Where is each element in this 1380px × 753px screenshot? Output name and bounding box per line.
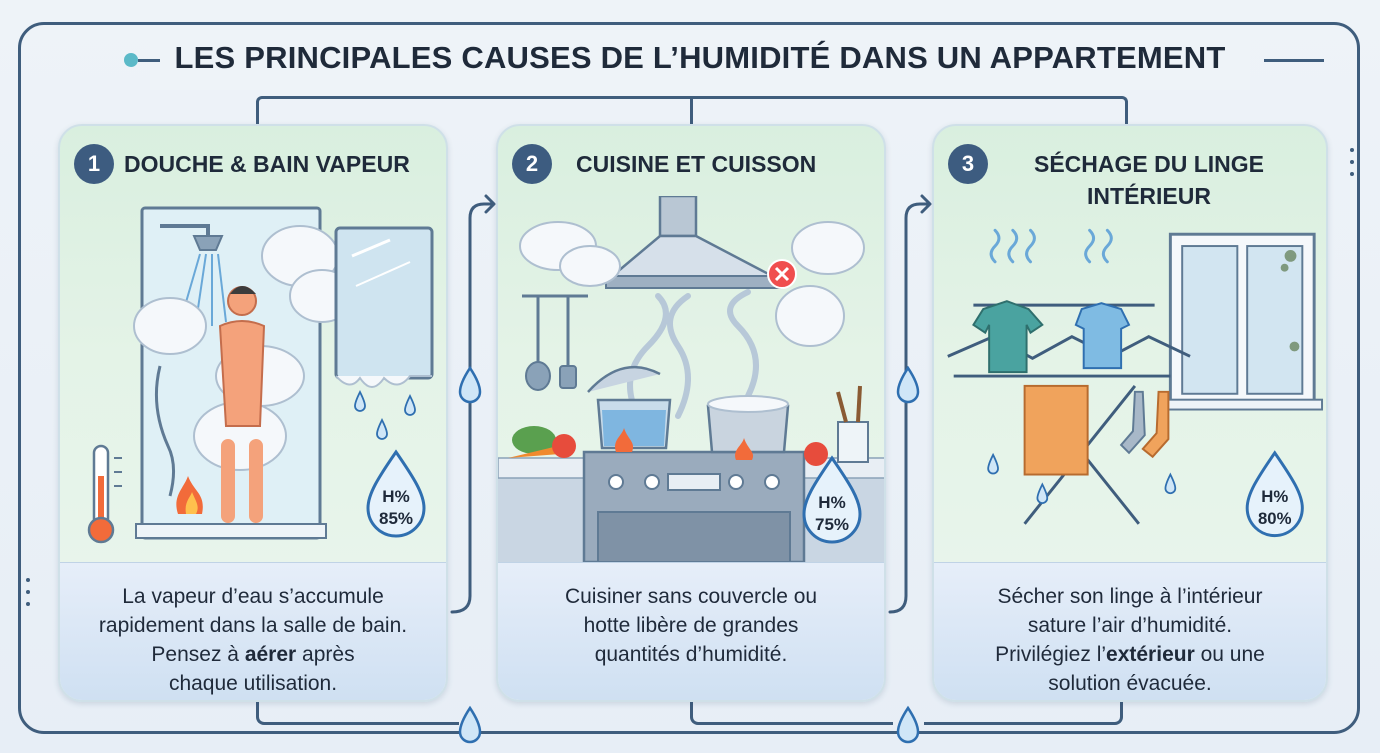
panel-description: La vapeur d’eau s’accumule rapidement da… — [98, 585, 408, 695]
humidity-droplet-icon: H% 75% — [802, 455, 862, 544]
connector-bottom-2 — [690, 702, 893, 725]
humidity-droplet-icon: H% 85% — [366, 449, 426, 538]
kitchen-scene: H% 75% — [498, 196, 884, 562]
panel-lower — [934, 562, 1326, 700]
panel-description: Sécher son linge à l’intérieur sature l’… — [995, 585, 1265, 695]
title-line-left — [138, 59, 160, 62]
connector-bottom-3 — [924, 702, 1123, 725]
laundry-scene: H% 80% — [947, 228, 1324, 538]
step-badge: 2 — [512, 144, 552, 184]
cross-icon — [767, 259, 797, 289]
droplet-icon — [987, 452, 1177, 504]
thermometer-icon — [87, 444, 122, 544]
title-line-right — [1264, 59, 1324, 62]
range-hood-icon — [605, 196, 783, 289]
panel-lower — [498, 562, 884, 700]
humidity-label: H% — [1261, 487, 1288, 506]
outer-frame — [18, 22, 1360, 734]
pot-icon — [706, 395, 790, 460]
shower-scene: H% 85% — [87, 206, 434, 544]
window-icon — [1161, 232, 1324, 411]
title-dot-left — [124, 53, 138, 67]
step-badge: 3 — [948, 144, 988, 184]
humidity-droplet-icon: H% 80% — [1245, 450, 1304, 538]
humidity-value: 85% — [379, 509, 413, 528]
steam-icon — [519, 221, 865, 347]
panel-title: DOUCHE & BAIN VAPEUR — [124, 151, 410, 177]
panel-description: Cuisiner sans couvercle ou hotte libère … — [564, 585, 818, 666]
step-badge: 1 — [74, 144, 114, 184]
panel-shower: 1 DOUCHE & BAIN VAPEUR — [58, 124, 448, 702]
title-band — [150, 30, 1250, 90]
humidity-label: H% — [382, 487, 409, 506]
page-title: LES PRINCIPALES CAUSES DE L’HUMIDITÉ DAN… — [174, 40, 1226, 75]
humidity-value: 75% — [815, 515, 849, 534]
connector-top-mid — [690, 96, 693, 124]
panel-cooking: 2 CUISINE ET CUISSON — [496, 124, 886, 702]
panel-laundry: 3 SÉCHAGE DU LINGE INTÉRIEUR — [932, 124, 1328, 702]
panel-title: SÉCHAGE DU LINGE INTÉRIEUR — [1033, 151, 1265, 209]
pot-icon — [596, 398, 672, 452]
panel-lower — [60, 562, 446, 700]
connector-bottom-1 — [256, 702, 459, 725]
panel-title: CUISINE ET CUISSON — [576, 151, 817, 177]
droplet-icon — [354, 389, 416, 440]
humidity-label: H% — [818, 493, 845, 512]
humidity-value: 80% — [1258, 509, 1292, 528]
